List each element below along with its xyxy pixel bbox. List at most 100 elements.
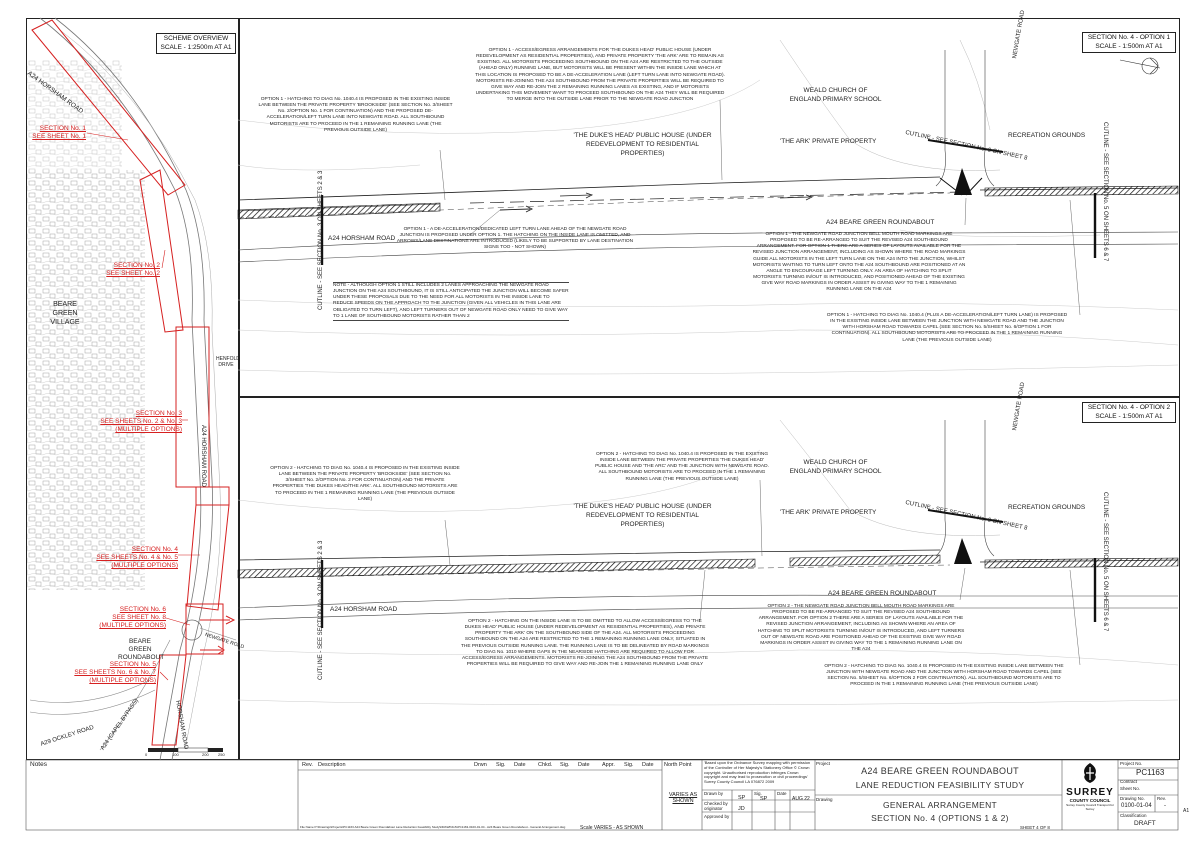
option1-box-scale: SCALE - 1:500m AT A1: [1095, 43, 1163, 50]
rev-header-appr: Appr.: [602, 762, 615, 768]
project-no-value: PC1163: [1136, 768, 1165, 777]
project-label: Project: [816, 761, 831, 766]
option2-note-top: OPTION 2 - HATCHING TO DIAG No. 1040.4 I…: [595, 452, 769, 482]
overview-scale-box: SCHEME OVERVIEW SCALE - 1:2500m AT A1: [156, 33, 236, 54]
overview-section-4-label[interactable]: SECTION No. 4 SEE SHEETS No. 4 & No. 5 (…: [96, 546, 178, 570]
rev-header-rev: Rev.: [302, 762, 313, 768]
notes-label: Notes: [30, 761, 47, 768]
classification-label: Classification: [1120, 813, 1147, 818]
section-6-line2: SEE SHEET No. 8: [112, 614, 166, 622]
title-line-2: LANE REDUCTION FEASIBILITY STUDY: [855, 780, 1025, 790]
section-5-line3: (MULTIPLE OPTIONS): [89, 677, 156, 685]
overview-section-2-label[interactable]: SECTION No. 2 SEE SHEET No. 2: [106, 262, 160, 278]
rev-header-date2: Date: [578, 762, 590, 768]
overview-section-6-label[interactable]: SECTION No. 6 SEE SHEET No. 8 (MULTIPLE …: [99, 606, 166, 630]
overview-scale-text: SCALE - 1:2500m AT A1: [160, 44, 232, 51]
option2-note-left: OPTION 2 - HATCHING TO DIAG No. 1040.4 I…: [270, 466, 460, 502]
option1-horsham-label: A24 HORSHAM ROAD: [328, 235, 396, 242]
surrey-logo: SURREY COUNTY COUNCIL Surrey County Coun…: [1064, 762, 1116, 828]
brand-tagline: Surrey County Council Transport for Surr…: [1066, 803, 1114, 811]
option1-dukes-head-label: 'THE DUKE'S HEAD' PUBLIC HOUSE (UNDER RE…: [573, 132, 712, 157]
drawn-by-label: Drawn by: [704, 791, 724, 796]
overview-section-1-label[interactable]: SECTION No. 1 SEE SHEET No. 1: [32, 125, 86, 141]
title-line-1: A24 BEARE GREEN ROUNDABOUT: [861, 766, 1019, 776]
option1-panel: [238, 18, 1180, 398]
sheet-size: A1: [1183, 808, 1190, 814]
option2-road: [237, 419, 1179, 706]
option1-note-bottom: OPTION 1 - HATCHING TO DIAG No. 1040.4 (…: [826, 313, 1068, 343]
option1-box-title: SECTION No. 4 - OPTION 1: [1087, 34, 1171, 41]
brand-subtitle: COUNTY COUNCIL: [1069, 798, 1111, 803]
section-1-line2: SEE SHEET No. 1: [32, 133, 86, 141]
contract-label: Contract: [1120, 779, 1138, 784]
originator-label: originator: [704, 806, 723, 811]
overview-roundabout-label: BEARE GREEN ROUNDABOUT: [118, 638, 165, 661]
section-4-line1: SECTION No. 4: [131, 546, 178, 553]
overview-section-3-label[interactable]: SECTION No. 3 SEE SHEETS No. 2 & No. 3 (…: [100, 410, 182, 434]
section-2-line2: SEE SHEET No. 2: [106, 270, 160, 278]
overview-scale-tick-1: 100: [172, 752, 179, 757]
option1-road: [237, 39, 1179, 375]
scale-bottom-label: Scale VARIES - AS SHOWN: [580, 825, 644, 831]
section-6-line3: (MULTIPLE OPTIONS): [99, 622, 166, 630]
sheet-number: SHEET 4 OF 8: [1020, 825, 1050, 830]
section-4-line2: SEE SHEETS No. 4 & No. 5: [96, 554, 178, 562]
approved-by-label: Approved by: [704, 814, 730, 819]
sig-initials: SP: [760, 796, 768, 802]
option1-note-right: OPTION 1 - THE NEWGATE ROAD JUNCTION BEL…: [752, 232, 966, 293]
date-value: AUG 22: [792, 796, 810, 802]
option1-note-warning: NOTE - ALTHOUGH OPTION 1 STILL INCLUDES …: [333, 282, 569, 321]
option2-horsham-label: A24 HORSHAM ROAD: [330, 606, 398, 613]
overview-section-5-label[interactable]: SECTION No. 5 SEE SHEETS No. 6 & No. 7 (…: [74, 661, 156, 685]
option2-box-title: SECTION No. 4 - OPTION 2: [1087, 404, 1171, 411]
option1-cutline-right: CUTLINE - SEE SECTION No. 5 ON SHEETS 6 …: [1102, 122, 1108, 262]
rev-header-sig2: Sig.: [560, 762, 570, 768]
overview-panel: [26, 18, 240, 760]
overview-road-label-7: HENFOLD DRIVE: [216, 356, 240, 368]
section-1-line1: SECTION No. 1: [39, 125, 86, 132]
brand-name: SURREY: [1066, 787, 1114, 798]
drawing-label: Drawing: [816, 797, 833, 802]
classification-value: DRAFT: [1134, 820, 1156, 827]
option2-note-bottom: OPTION 2 - HATCHING TO DIAG No. 1040.4 I…: [824, 664, 1064, 688]
option2-cutline-left: CUTLINE - SEE SECTION No. 3 ON SHEETS 2 …: [318, 540, 324, 680]
scales-label: VARIES AS SHOWN: [668, 792, 698, 804]
section-5-line1: SECTION No. 5: [109, 661, 156, 668]
option1-cutline-left: CUTLINE - SEE SECTION No. 3 ON SHEETS 2 …: [318, 170, 324, 310]
overview-scale-tick-0: 0: [145, 752, 148, 757]
option2-note-mid: OPTION 2 - HATCHING ON THE INSIDE LANE I…: [461, 619, 709, 667]
date-label: Date: [777, 791, 787, 796]
overview-scale-tick-2: 200: [202, 752, 209, 757]
title-line-4: SECTION No. 4 (OPTIONS 1 & 2): [871, 813, 1009, 823]
rev-header-date1: Date: [514, 762, 526, 768]
checked-by-initials: JD: [738, 806, 745, 812]
option1-recreation-label: RECREATION GROUNDS: [1008, 132, 1086, 139]
drawing-no-value: 0100-01-04: [1121, 803, 1152, 809]
section-3-line3: (MULTIPLE OPTIONS): [115, 426, 182, 434]
title-line-3: GENERAL ARRANGEMENT: [882, 800, 998, 810]
sig-label: Sig.: [754, 791, 762, 796]
option1-school-label: WEALD CHURCH OF ENGLAND PRIMARY SCHOOL: [789, 87, 882, 103]
section-5-line2: SEE SHEETS No. 6 & No. 7: [74, 669, 156, 677]
north-point-label: North Point: [664, 762, 692, 768]
overview-road-label-2: A24 HORSHAM ROAD: [200, 425, 206, 488]
titleblock-lines: [25, 759, 1179, 831]
option2-roundabout-label: A24 BEARE GREEN ROUNDABOUT: [828, 590, 937, 597]
option1-the-ark-label: 'THE ARK' PRIVATE PROPERTY: [780, 138, 877, 145]
option2-dukes-head-label: 'THE DUKE'S HEAD' PUBLIC HOUSE (UNDER RE…: [573, 503, 712, 528]
rev-header-drwn: Drwn: [474, 762, 487, 768]
option1-note-top: OPTION 1 - ACCESS/EGRESS ARRANGEMENTS FO…: [475, 48, 725, 102]
rev-header-chkd: Chkd.: [538, 762, 553, 768]
rev-header-sig1: Sig.: [496, 762, 506, 768]
overview-scale-tick-3: 250: [218, 752, 225, 757]
sheet-no-label: Sheet No.: [1120, 786, 1141, 791]
rev-header-sig3: Sig.: [624, 762, 634, 768]
option1-scale-box: SECTION No. 4 - OPTION 1 SCALE - 1:500m …: [1082, 32, 1176, 53]
section-3-line1: SECTION No. 3: [135, 410, 182, 417]
drawing-no-label: Drawing No.: [1120, 796, 1145, 801]
overview-map: [27, 17, 237, 761]
surrey-crest-icon: [1084, 763, 1096, 783]
section-3-line2: SEE SHEETS No. 2 & No. 3: [100, 418, 182, 426]
